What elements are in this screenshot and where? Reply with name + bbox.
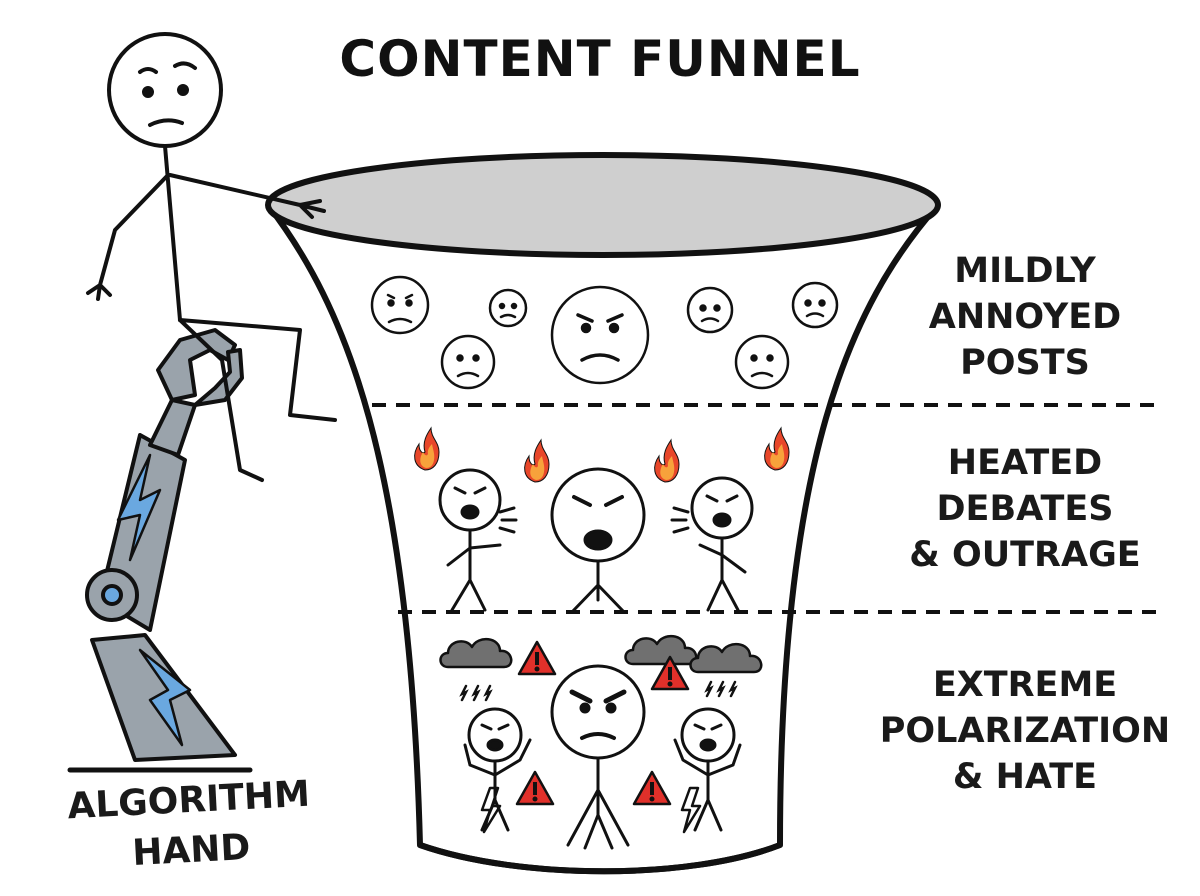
stick-figure-body xyxy=(163,144,182,322)
robot-wrist xyxy=(148,398,197,457)
shouting-figure-icon xyxy=(670,476,754,612)
annoyed-face-icon xyxy=(734,334,790,390)
annoyed-face-icon xyxy=(370,275,430,335)
stage-label-line: ANNOYED xyxy=(928,297,1122,337)
stick-figure-leg-left xyxy=(178,318,264,482)
page-title: CONTENT FUNNEL xyxy=(339,30,861,88)
stage-label-line: MILDLY xyxy=(954,251,1096,291)
annoyed-face-icon xyxy=(550,285,650,385)
stage-label-mildly-annoyed: MILDLY ANNOYED POSTS xyxy=(860,248,1190,386)
stage-label-line: POSTS xyxy=(960,343,1090,383)
robot-arm xyxy=(67,328,253,773)
annoyed-face-icon xyxy=(686,286,734,334)
annoyed-faces xyxy=(370,275,839,390)
stage-label-line: DEBATES xyxy=(936,489,1114,529)
worried-face-icon xyxy=(107,32,223,148)
stage-label-line: & HATE xyxy=(952,757,1098,797)
raging-figure-icon xyxy=(673,707,742,832)
hate-figures xyxy=(463,664,742,850)
shouting-figures xyxy=(438,467,754,614)
shouting-figure-icon xyxy=(438,468,518,612)
stage-label-line: EXTREME xyxy=(932,665,1118,705)
stage-label-line: POLARIZATION xyxy=(879,711,1171,751)
algorithm-hand-label: ALGORITHM HAND xyxy=(58,769,323,882)
stage-label-line: & OUTRAGE xyxy=(909,535,1141,575)
annoyed-face-icon xyxy=(791,281,839,329)
stage-label-heated-debates: HEATED DEBATES & OUTRAGE xyxy=(860,440,1190,578)
stick-figure-arm-left xyxy=(86,173,170,301)
annoyed-face-icon xyxy=(440,334,496,390)
annoyed-face-icon xyxy=(488,288,528,328)
funnel-rim xyxy=(265,152,941,258)
angry-face-icon xyxy=(550,467,646,614)
stage-label-line: HEATED xyxy=(947,443,1103,483)
furious-face-icon xyxy=(550,664,646,850)
stick-figure-arm-right xyxy=(168,173,326,219)
stage-label-extreme-polarization: EXTREME POLARIZATION & HATE xyxy=(860,662,1190,800)
raging-figure-icon xyxy=(463,707,532,832)
stick-figure xyxy=(86,32,337,482)
stick-figure-leg-right xyxy=(178,318,337,422)
